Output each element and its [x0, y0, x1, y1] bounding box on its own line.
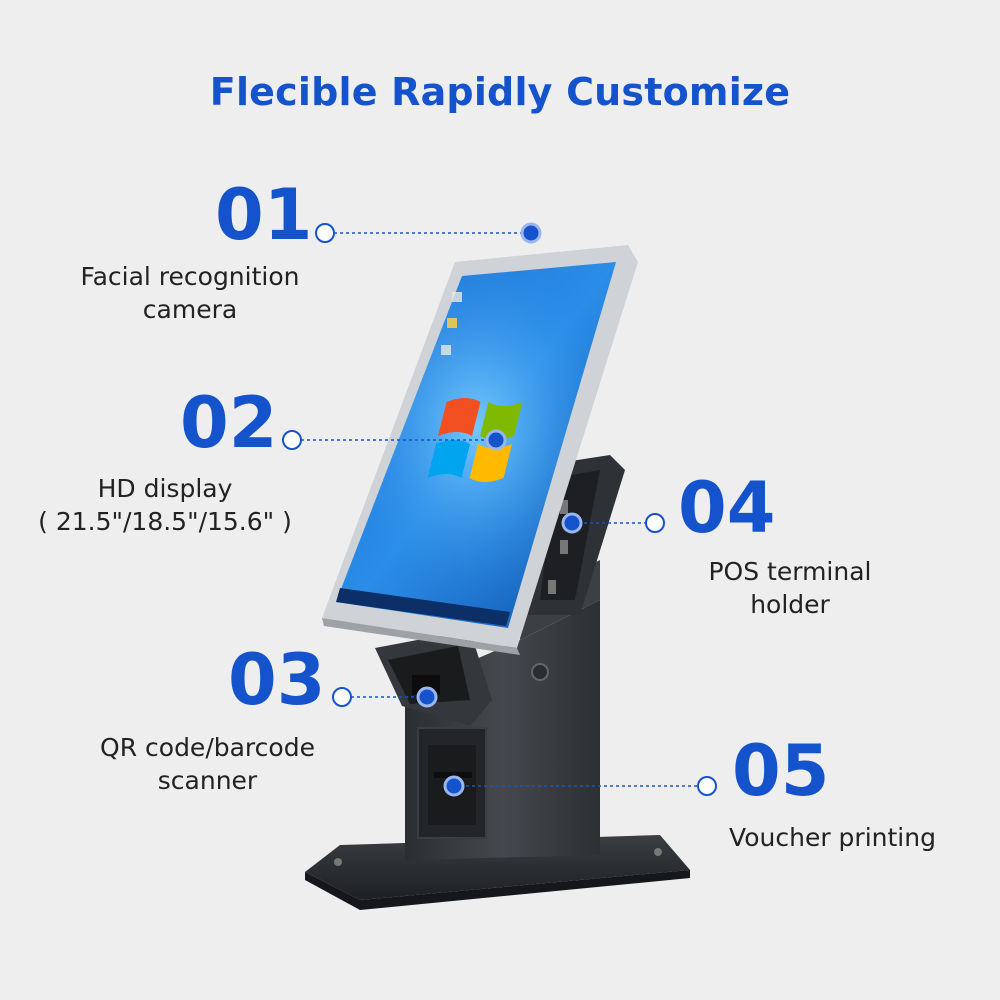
- callout-03: [332, 686, 438, 708]
- callout-02: [282, 429, 507, 451]
- hd-display: [322, 245, 638, 655]
- feature-label-03: QR code/barcode scanner: [80, 731, 335, 797]
- page-title: Flecible Rapidly Customize: [209, 70, 791, 114]
- qr-scanner: [375, 630, 492, 726]
- feature-label-04-line2: holder: [750, 590, 830, 619]
- callout-01: [315, 222, 542, 244]
- feature-number-03: 03: [228, 639, 326, 721]
- callout-05: [443, 775, 717, 797]
- feature-label-04-line1: POS terminal: [708, 557, 872, 586]
- feature-number-01: 01: [215, 174, 313, 256]
- windows-logo-icon: [427, 398, 523, 482]
- callout-04: [561, 512, 665, 534]
- feature-label-05: Voucher printing: [715, 821, 950, 854]
- feature-label-05-line1: Voucher printing: [729, 823, 936, 852]
- feature-number-04: 04: [678, 467, 776, 549]
- feature-label-02-line1: HD display: [97, 474, 233, 503]
- feature-number-05: 05: [732, 730, 830, 812]
- feature-label-01: Facial recognition camera: [60, 260, 320, 326]
- feature-label-02-line2: ( 21.5"/18.5"/15.6" ): [38, 507, 292, 536]
- feature-number-02: 02: [180, 382, 278, 464]
- feature-label-01-line2: camera: [142, 295, 238, 324]
- feature-label-03-line2: scanner: [157, 766, 258, 795]
- feature-label-04: POS terminal holder: [690, 555, 890, 621]
- feature-label-02: HD display ( 21.5"/18.5"/15.6" ): [30, 472, 300, 538]
- feature-label-03-line1: QR code/barcode: [100, 733, 315, 762]
- feature-label-01-line1: Facial recognition: [80, 262, 300, 291]
